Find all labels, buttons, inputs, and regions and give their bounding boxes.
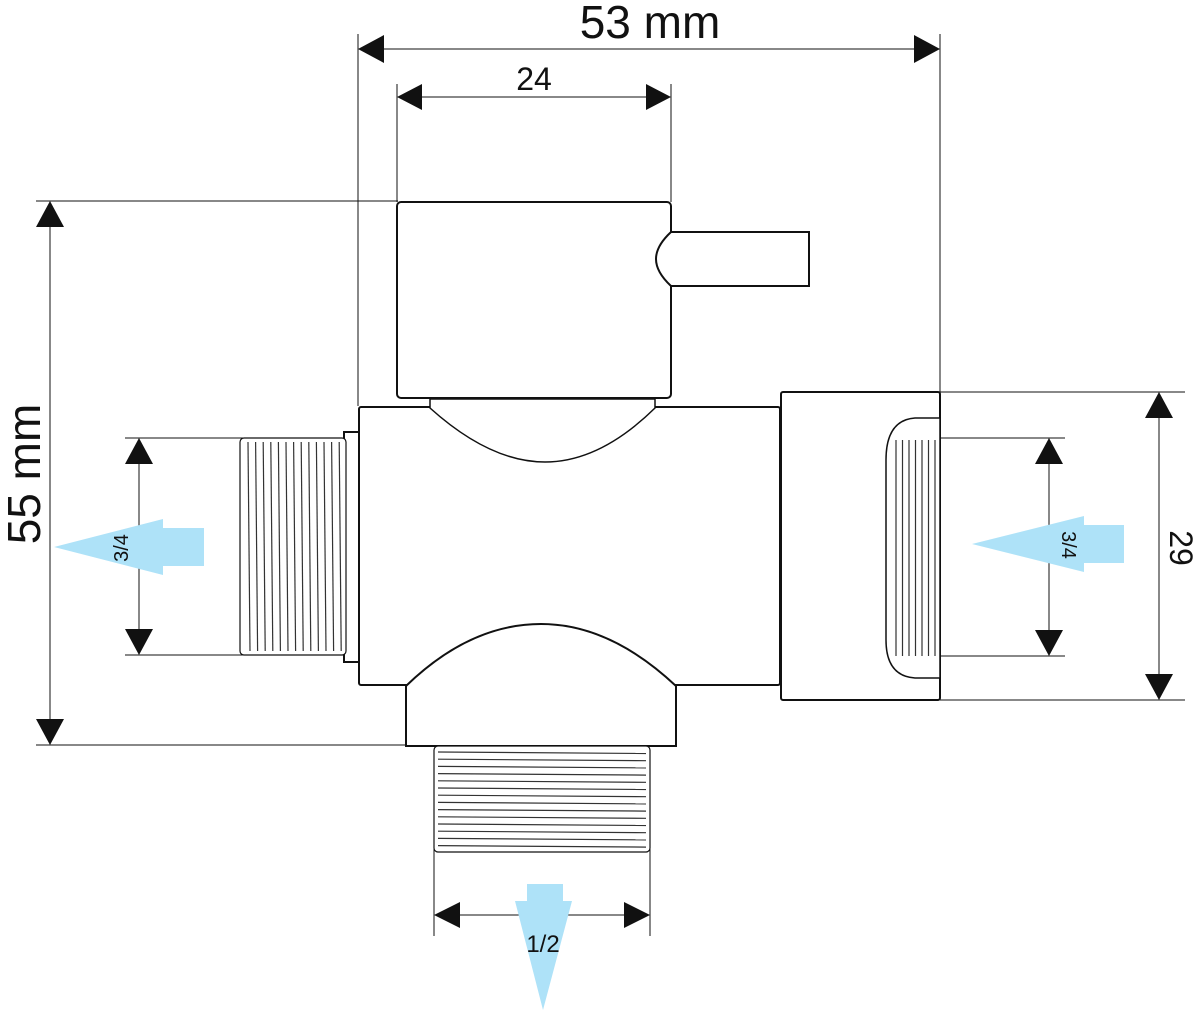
thread-line [437,794,647,798]
thread-line [437,772,647,776]
arrowhead [914,35,940,63]
dimension-overall-height [36,201,64,745]
thread-line [437,801,647,805]
thread-line [262,441,266,652]
thread-line [315,441,319,652]
thread-line [323,441,327,652]
thread-line [437,765,647,769]
handle-block [396,201,672,399]
arrowhead [36,719,64,745]
right-thread-lines [895,440,936,656]
arrowhead [358,35,384,63]
thread-line [293,441,297,652]
left-thread-lines [247,441,342,652]
dimension-right-nut-height [1145,392,1173,700]
thread-line [437,837,647,841]
left-thread-label: 3/4 [111,534,133,562]
arrowhead [36,201,64,227]
bottom-flow-arrow [515,884,572,1010]
thread-line [247,441,251,652]
extension-lines [36,34,1185,936]
bottom-outlet-thread [433,745,651,853]
handle-width-label: 24 [516,61,552,97]
upper-bonnet [429,398,656,463]
thread-line [437,787,647,791]
thread-line [300,441,304,652]
bottom-thread-label: 1/2 [526,931,559,958]
thread-line [437,816,647,819]
right-thread-label: 3/4 [1057,531,1079,559]
lower-skirt [405,622,677,747]
right-nut-opening [885,417,941,679]
thread-line [285,441,289,652]
arrowhead [397,84,422,110]
arrowhead [624,902,650,928]
arrowhead [125,438,153,464]
left-flow-arrow [54,519,204,575]
arrowhead [646,84,671,110]
valve-body [239,201,941,853]
thread-line [331,441,335,652]
dimension-handle-width [397,84,671,110]
thread-line [437,830,647,834]
thread-line [437,758,647,762]
thread-line [437,844,647,848]
right-flow-arrow [972,516,1124,572]
dimension-labels: 53 mm 24 55 mm 29 3/4 3/4 1/2 [0,0,1199,958]
overall-width-label: 53 mm [580,0,721,48]
arrowhead [1035,438,1063,464]
thread-line [308,441,312,652]
thread-line [437,751,647,755]
arrowhead [434,902,460,928]
handle-lever [654,231,810,287]
right-nut-height-label: 29 [1163,530,1199,566]
thread-line [270,441,274,652]
thread-line [255,441,259,652]
arrowhead [1145,674,1173,700]
bottom-thread-lines [437,751,647,848]
thread-line [437,780,647,783]
thread-line [338,441,342,652]
arrowhead [1035,630,1063,656]
thread-line [277,441,281,652]
flow-arrows [54,516,1124,1010]
thread-line [437,808,647,812]
thread-line [437,823,647,827]
overall-height-label: 55 mm [0,404,50,545]
dimension-overall-width [358,35,940,63]
left-inlet-thread [239,437,347,656]
arrowhead [1145,392,1173,418]
arrowhead [125,629,153,655]
